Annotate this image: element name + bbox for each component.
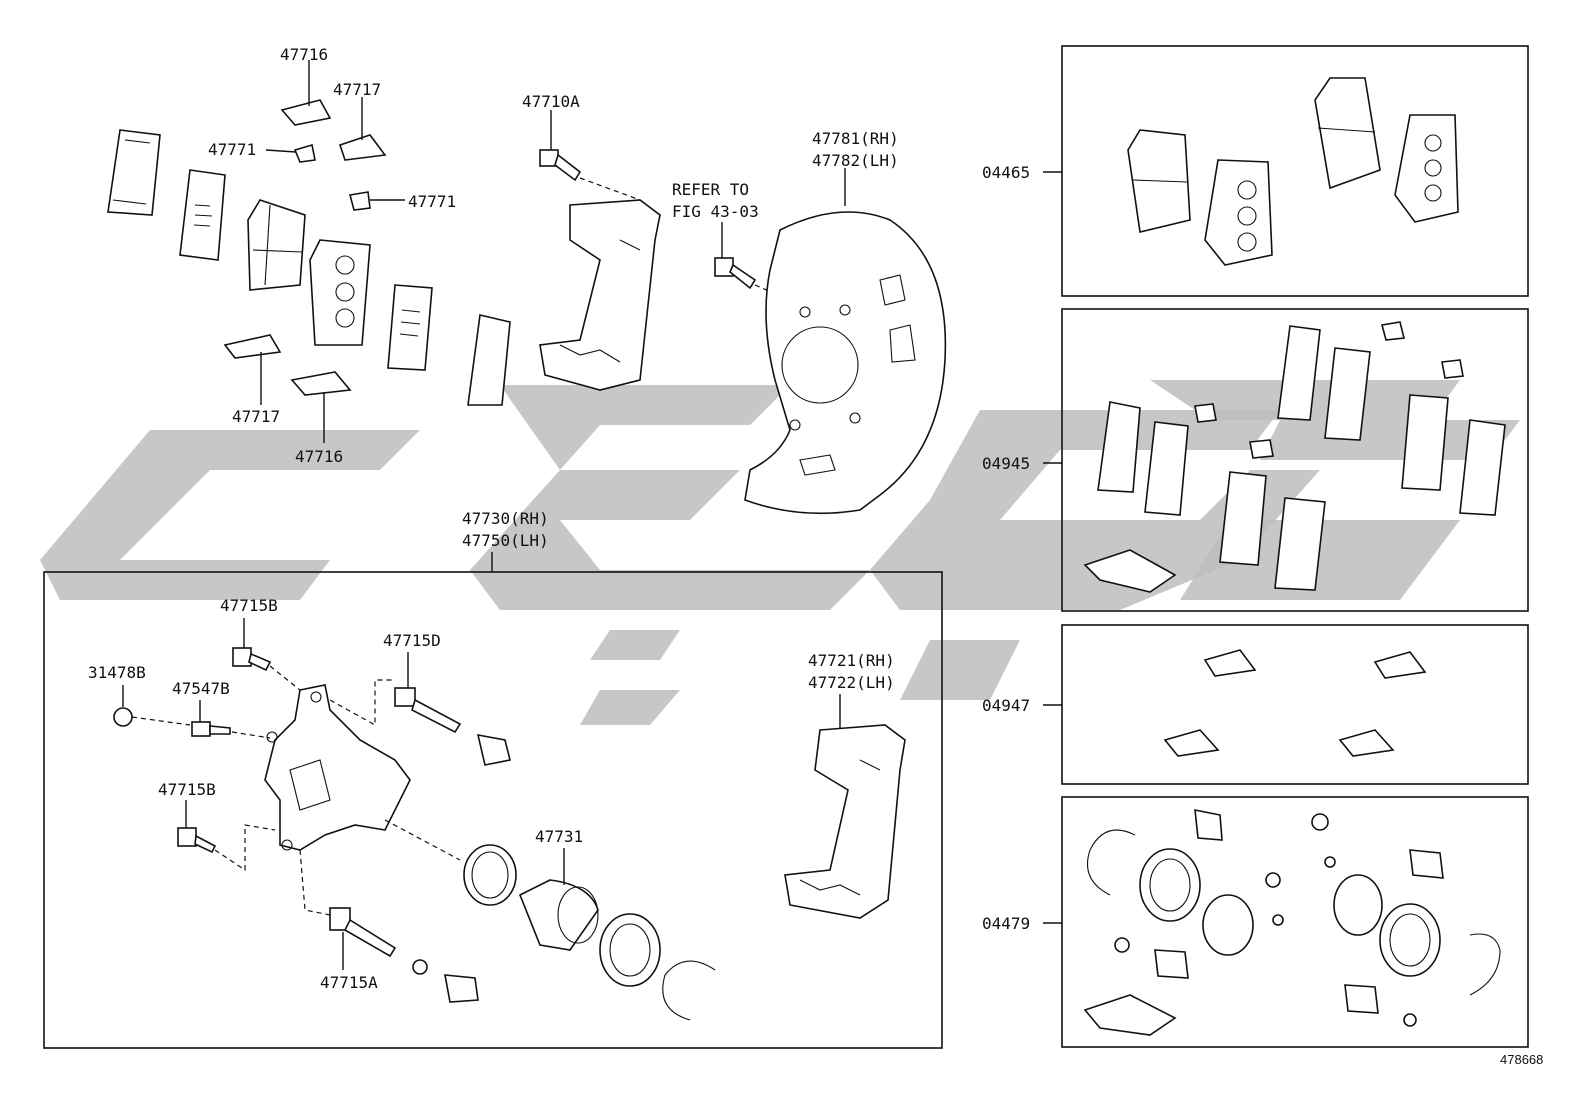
kit-04945-shims bbox=[1083, 321, 1506, 593]
pad-shim-inner-left bbox=[179, 169, 226, 261]
label-47730: 47730(RH) bbox=[462, 509, 549, 528]
kit-04465-pads bbox=[1127, 77, 1459, 266]
bolt-47715B-mid bbox=[177, 827, 217, 854]
slide-bushing-top bbox=[476, 733, 511, 766]
label-47716-top: 47716 bbox=[280, 45, 328, 64]
label-kit-04465: 04465 bbox=[982, 163, 1030, 182]
label-47750: 47750(LH) bbox=[462, 531, 549, 550]
pad-support-plate-top bbox=[280, 99, 387, 211]
label-47715D: 47715D bbox=[383, 631, 441, 650]
label-47717-top: 47717 bbox=[333, 80, 381, 99]
bleeder-screw bbox=[191, 721, 231, 737]
kit-box-04947 bbox=[1061, 624, 1529, 785]
boot-set-ring bbox=[662, 960, 716, 1021]
label-47710A: 47710A bbox=[522, 92, 580, 111]
caliper-assembly-box bbox=[43, 571, 943, 1049]
disc-brake-cylinder bbox=[264, 684, 411, 851]
label-47722: 47722(LH) bbox=[808, 673, 895, 692]
pad-shim-outer-left bbox=[107, 129, 161, 216]
cylinder-piston-47731 bbox=[518, 879, 599, 951]
label-47547B: 47547B bbox=[172, 679, 230, 698]
slide-bushing-bottom bbox=[412, 959, 479, 1003]
slide-pin-47715D bbox=[394, 687, 462, 734]
label-47721: 47721(RH) bbox=[808, 651, 895, 670]
brake-pad-inner bbox=[309, 239, 371, 346]
brake-pad-outer bbox=[247, 199, 306, 291]
label-47771-a: 47771 bbox=[208, 140, 256, 159]
label-47715A: 47715A bbox=[320, 973, 378, 992]
label-kit-04945: 04945 bbox=[982, 454, 1030, 473]
label-47716-bottom: 47716 bbox=[295, 447, 343, 466]
refer-to-figure-note: REFER TO FIG 43-03 bbox=[672, 180, 759, 221]
refer-to-line1: REFER TO bbox=[672, 180, 749, 199]
pad-shim-inner-right bbox=[387, 284, 433, 371]
label-47782: 47782(LH) bbox=[812, 151, 899, 170]
label-31478B: 31478B bbox=[88, 663, 146, 682]
label-kit-04479: 04479 bbox=[982, 914, 1030, 933]
label-47715B-mid: 47715B bbox=[158, 780, 216, 799]
label-47771-b: 47771 bbox=[408, 192, 456, 211]
bolt-refer bbox=[714, 257, 757, 290]
disc-brake-dust-cover bbox=[744, 211, 947, 515]
bolt-47715B-top bbox=[232, 647, 272, 672]
refer-to-line2: FIG 43-03 bbox=[672, 202, 759, 221]
pad-support-plate-bottom bbox=[223, 334, 352, 396]
cylinder-boot bbox=[599, 913, 661, 987]
caliper-mounting-bracket bbox=[784, 724, 906, 919]
kit-04947-plates bbox=[1163, 649, 1427, 757]
figure-number: 478668 bbox=[1500, 1052, 1543, 1067]
kit-04479-seals bbox=[1083, 809, 1501, 1036]
caliper-mounting-bracket-top bbox=[539, 199, 661, 391]
slide-pin-47715A bbox=[329, 907, 397, 958]
kit-box-04479 bbox=[1061, 796, 1529, 1048]
bleeder-plug-cap bbox=[113, 707, 133, 727]
label-kit-04947: 04947 bbox=[982, 696, 1030, 715]
bolt-47710A bbox=[539, 149, 582, 182]
watermark-logo bbox=[40, 380, 1520, 725]
label-47717-bottom: 47717 bbox=[232, 407, 280, 426]
kit-box-04465 bbox=[1061, 45, 1529, 297]
label-47731: 47731 bbox=[535, 827, 583, 846]
label-47715B-top: 47715B bbox=[220, 596, 278, 615]
piston-seal bbox=[463, 844, 517, 906]
pad-shim-outer-right bbox=[467, 314, 511, 406]
kit-box-04945 bbox=[1061, 308, 1529, 612]
label-47781: 47781(RH) bbox=[812, 129, 899, 148]
